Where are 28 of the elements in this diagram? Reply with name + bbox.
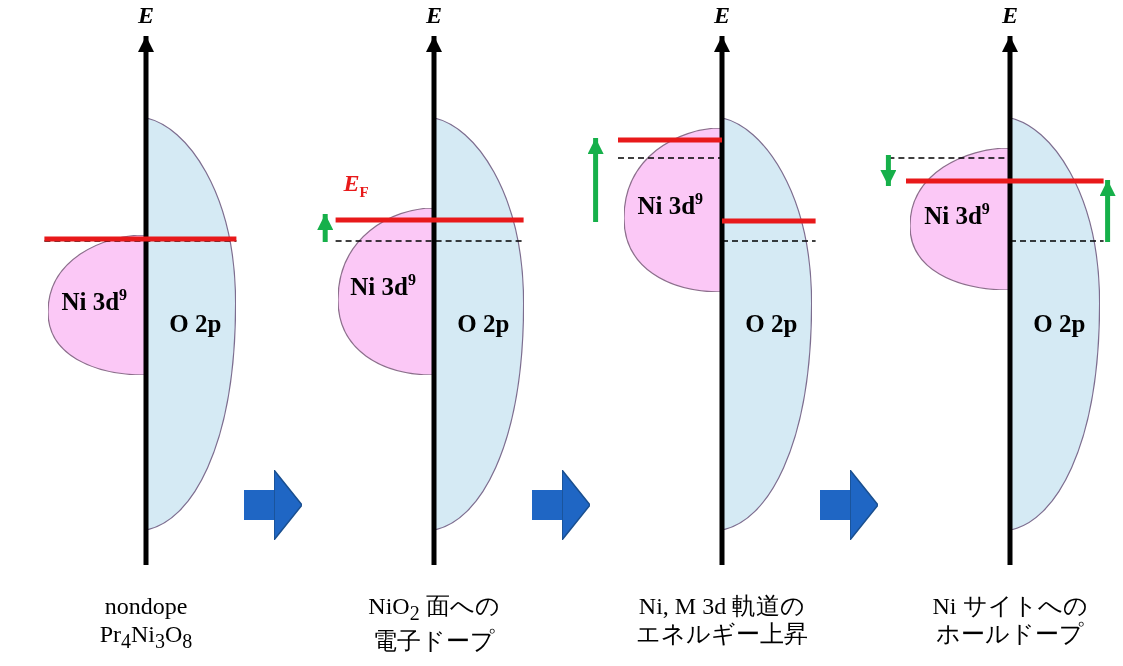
band-label: O 2p bbox=[457, 310, 510, 338]
density-of-states-lobe bbox=[1010, 118, 1100, 530]
axis-label: E bbox=[714, 2, 730, 29]
fermi-level-label: E$_{F}$ bbox=[343, 170, 369, 201]
axis-label: E bbox=[1002, 2, 1018, 29]
density-of-states-lobe bbox=[434, 118, 524, 530]
density-of-states-lobe bbox=[624, 128, 722, 292]
block-arrow bbox=[532, 469, 591, 541]
block-arrow bbox=[244, 469, 303, 541]
block-arrow bbox=[820, 469, 879, 541]
density-of-states-lobe bbox=[910, 148, 1010, 290]
band-label: Ni 3d$^{9}$ bbox=[637, 190, 704, 220]
stage-label: Ni サイトへのホールドープ bbox=[931, 592, 1089, 648]
band-label: Ni 3d$^{9}$ bbox=[924, 200, 990, 230]
band-label: O 2p bbox=[169, 310, 222, 338]
density-of-states-lobe bbox=[48, 235, 146, 375]
stage-label: Ni, M 3d 軌道のエネルギー上昇 bbox=[635, 592, 809, 648]
axis-label: E bbox=[138, 2, 154, 29]
density-of-states-lobe bbox=[146, 118, 236, 530]
band-label: O 2p bbox=[1033, 310, 1086, 338]
density-of-states-lobe bbox=[338, 208, 434, 375]
density-of-states-lobe bbox=[722, 118, 812, 530]
axis-label: E bbox=[426, 2, 442, 29]
band-label: Ni 3d$^{9}$ bbox=[350, 271, 416, 302]
band-label: O 2p bbox=[745, 310, 798, 338]
band-label: Ni 3d$^{9}$ bbox=[61, 286, 128, 316]
stage-label: nondope Pr$_{4}$Ni$_{3}$O$_{8}$ bbox=[98, 592, 194, 654]
stage-label: NiO$_{2}$ 面への電子ドープ bbox=[367, 592, 501, 655]
